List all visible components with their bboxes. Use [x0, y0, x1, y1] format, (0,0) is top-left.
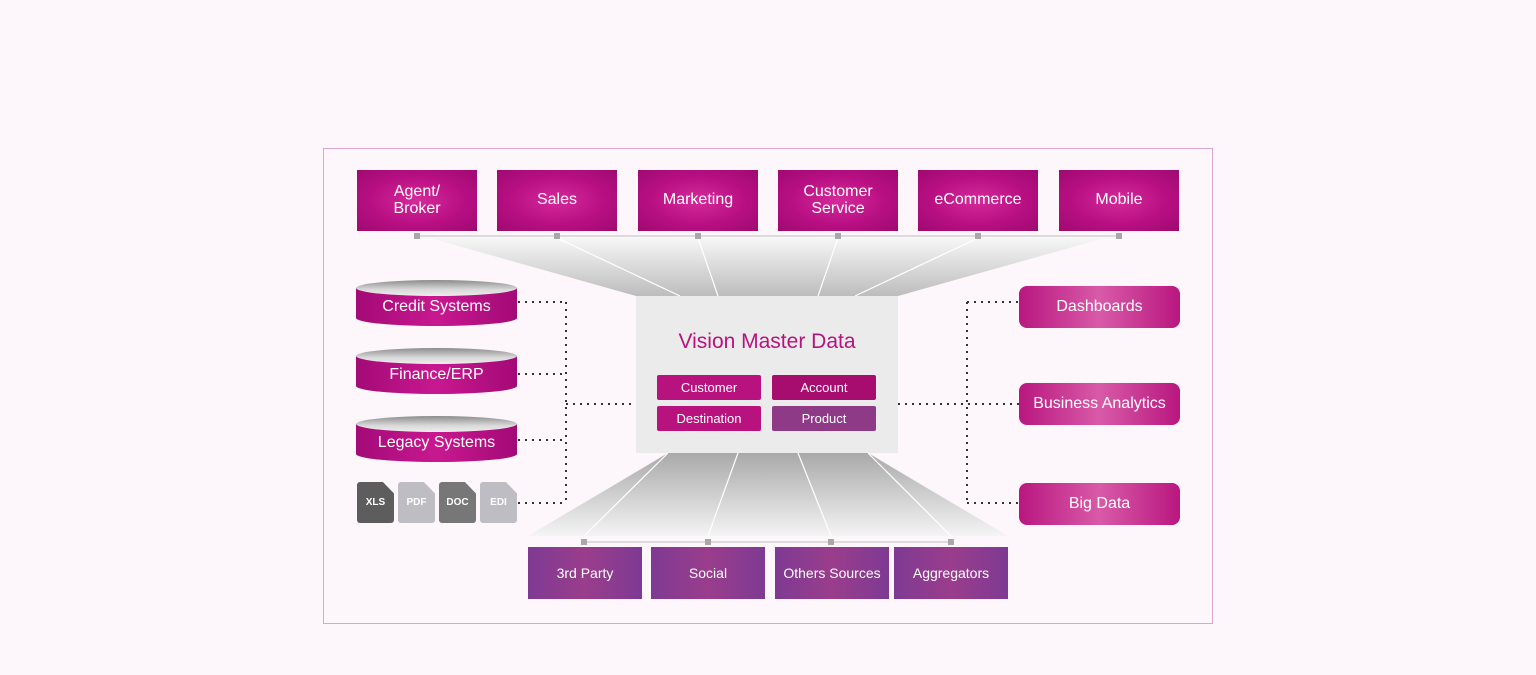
bottom-source-label: Others Sources	[783, 564, 881, 581]
entity-label: Customer	[680, 380, 738, 395]
output-business-analytics: Business Analytics	[1019, 383, 1180, 425]
cylinder-lid	[356, 348, 517, 364]
left-dotted-connectors	[518, 301, 636, 504]
core-title: Vision Master Data	[678, 330, 856, 353]
channel-label: Sales	[536, 191, 578, 209]
file-type-label: EDI	[490, 497, 507, 508]
channel-agent-broker: Agent/ Broker	[357, 170, 477, 231]
bottom-source-label: Social	[688, 564, 728, 581]
pdf-file-icon: PDF	[398, 482, 435, 523]
source-legacy-systems: Legacy Systems	[356, 416, 517, 462]
file-type-label: PDF	[406, 497, 427, 508]
file-type-label: DOC	[446, 497, 469, 508]
doc-file-icon: DOC	[439, 482, 476, 523]
entity-product: Product	[772, 406, 876, 431]
source-aggregators: Aggregators	[894, 547, 1008, 599]
channel-label: Mobile	[1095, 191, 1143, 209]
bottom-funnel	[528, 453, 1008, 536]
entity-customer: Customer	[657, 375, 761, 400]
master-data-core: Vision Master Data Customer Account Dest…	[636, 296, 898, 453]
bottom-source-label: Aggregators	[912, 564, 990, 581]
cylinder-label: Credit Systems	[356, 288, 517, 326]
source-3rd-party: 3rd Party	[528, 547, 642, 599]
channel-label: Marketing	[662, 191, 734, 209]
channel-sales: Sales	[497, 170, 617, 231]
edi-file-icon: EDI	[480, 482, 517, 523]
bottom-source-label: 3rd Party	[556, 564, 614, 581]
cylinder-lid	[356, 416, 517, 432]
top-funnel-lines	[556, 237, 979, 297]
bottom-funnel-lines	[583, 452, 952, 537]
diagram-frame	[323, 148, 1213, 624]
output-big-data: Big Data	[1019, 483, 1180, 525]
channel-customer-service: Customer Service	[778, 170, 898, 231]
cylinder-lid	[356, 280, 517, 296]
entity-destination: Destination	[657, 406, 761, 431]
right-dotted-connectors	[898, 301, 1019, 504]
channel-label: Agent/ Broker	[393, 182, 441, 217]
channel-label: eCommerce	[934, 191, 1022, 209]
entity-label: Product	[801, 411, 847, 426]
file-type-label: XLS	[365, 497, 386, 508]
channel-mobile: Mobile	[1059, 170, 1179, 231]
entity-label: Destination	[676, 411, 742, 426]
output-dashboards: Dashboards	[1019, 286, 1180, 328]
source-others-sources: Others Sources	[775, 547, 889, 599]
source-credit-systems: Credit Systems	[356, 280, 517, 326]
xls-file-icon: XLS	[357, 482, 394, 523]
channel-ecommerce: eCommerce	[918, 170, 1038, 231]
source-social: Social	[651, 547, 765, 599]
entity-label: Account	[800, 380, 848, 395]
source-finance-erp: Finance/ERP	[356, 348, 517, 394]
channel-marketing: Marketing	[638, 170, 758, 231]
output-label: Business Analytics	[1033, 395, 1166, 412]
top-connector-dots	[414, 233, 1122, 239]
top-funnel	[430, 238, 1105, 296]
channel-label: Customer Service	[803, 182, 873, 217]
bottom-connector-dots	[581, 539, 954, 545]
entity-account: Account	[772, 375, 876, 400]
output-label: Big Data	[1068, 495, 1131, 512]
cylinder-label: Legacy Systems	[356, 424, 517, 462]
output-label: Dashboards	[1056, 298, 1143, 315]
